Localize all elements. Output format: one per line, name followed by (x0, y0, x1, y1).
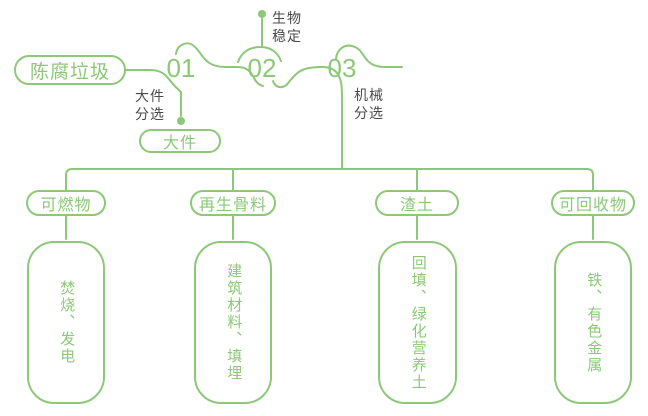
result-box-combustibles: 焚烧、发电 (27, 241, 105, 404)
result-text-combustibles: 焚烧、发电 (58, 280, 76, 365)
step1-output-pill: 大件 (139, 129, 221, 153)
result-text-recycled-aggregate: 建筑材料、填埋 (225, 263, 243, 382)
line-step3-tail (335, 44, 403, 68)
step1-output-dot-icon (177, 117, 185, 125)
line-step2-to-branch-drop (272, 65, 343, 169)
line-source-to-step1 (125, 69, 182, 117)
result-box-slag-soil: 回填、绿化营养土 (378, 241, 457, 404)
step2-label-dot-icon (258, 10, 266, 18)
line-step1-to-step2 (175, 42, 264, 87)
source-node-pill: 陈腐垃圾 (14, 55, 126, 85)
step1-process-label: 大件分选 (135, 88, 165, 123)
branch-pill-slag-soil: 渣土 (375, 190, 459, 216)
line-step2-riser (237, 18, 282, 63)
branch-pill-recyclables: 可回收物 (551, 190, 635, 216)
branch-pill-combustibles: 可燃物 (26, 190, 106, 216)
result-box-recycled-aggregate: 建筑材料、填埋 (194, 241, 272, 404)
step3-process-label: 机械分选 (354, 87, 384, 122)
step2-process-label: 生物稳定 (272, 10, 302, 45)
result-text-recyclables: 铁、有色金属 (585, 271, 603, 374)
result-text-slag-soil: 回填、绿化营养土 (409, 254, 427, 391)
result-box-recyclables: 铁、有色金属 (554, 241, 632, 404)
branch-pill-recycled-aggregate: 再生骨料 (190, 190, 276, 216)
step-number-02: 02 (247, 53, 277, 83)
step-number-01: 01 (166, 53, 196, 83)
step-number-03: 03 (327, 53, 357, 83)
pill-box-connectors (65, 215, 594, 240)
branch-rail (65, 168, 594, 191)
